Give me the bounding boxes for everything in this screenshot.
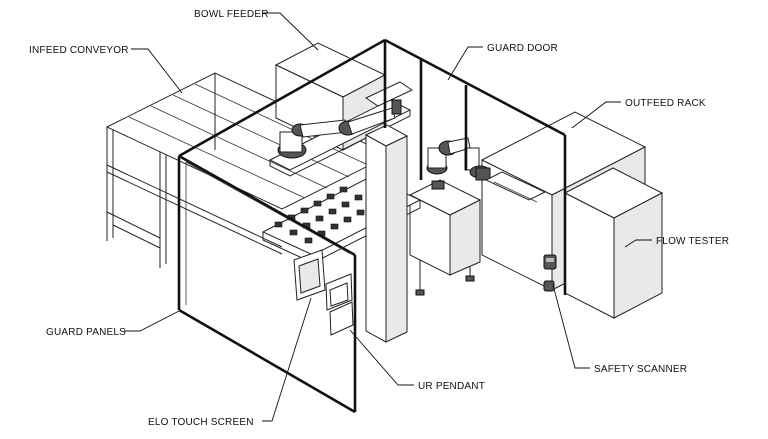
label-flow-tester: FLOW TESTER [656, 236, 729, 247]
robot-arm-1 [268, 81, 414, 177]
label-safety-scanner: SAFETY SCANNER [594, 364, 687, 375]
label-bowl-feeder: BOWL FEEDER [194, 9, 269, 20]
label-guard-door: GUARD DOOR [487, 43, 558, 54]
infeed-conveyor [105, 72, 392, 268]
guard-frame [177, 38, 567, 414]
label-outfeed-rack: OUTFEED RACK [625, 98, 706, 109]
label-guard-panels: GUARD PANELS [46, 327, 126, 338]
robot-arm-2 [426, 137, 547, 203]
ur-pendant [325, 273, 354, 336]
leader-lines [124, 12, 652, 422]
label-infeed-conveyor: INFEED CONVEYOR [29, 45, 129, 56]
label-elo-touch-screen: ELO TOUCH SCREEN [148, 417, 254, 428]
safety-scanner [543, 254, 557, 292]
label-ur-pendant: UR PENDANT [418, 381, 485, 392]
elo-touch-screen [293, 249, 326, 301]
flow-tester [563, 167, 664, 319]
robot-stand [408, 179, 482, 296]
column-post [364, 124, 409, 343]
